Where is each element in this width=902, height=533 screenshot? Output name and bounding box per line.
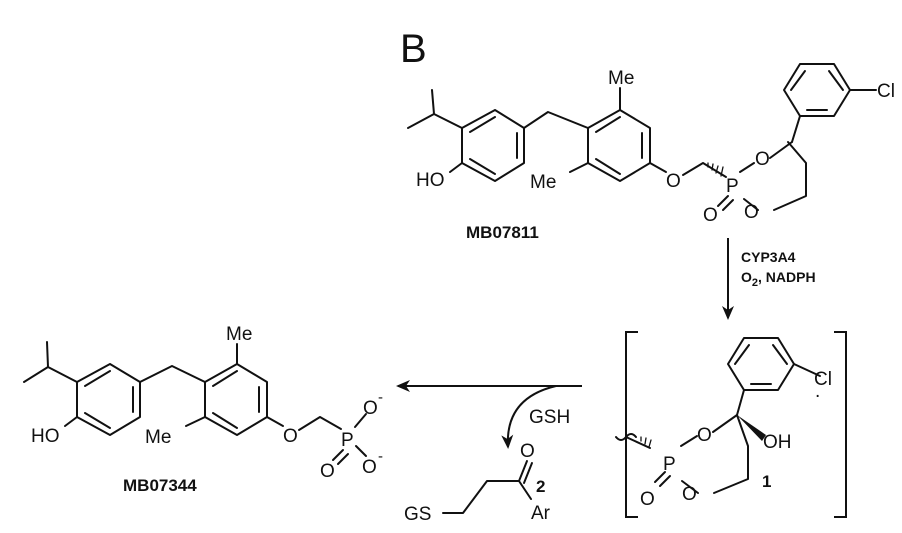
mb07344-methyl-top: Me: [226, 324, 252, 345]
enzyme-label: CYP3A4: [741, 249, 796, 265]
intermediate-phosphoryl-oxygen: O: [640, 489, 655, 510]
intermediate-phosphorus: P: [663, 454, 676, 475]
reagent-gsh: GSH: [529, 407, 570, 428]
mb07344-hydroxyl: HO: [31, 426, 60, 447]
byproduct-ketone-oxygen: O: [520, 441, 535, 462]
intermediate-chlorine: Cl: [814, 369, 832, 390]
labels-mb07811: HO Me Me O P O O O Cl MB07811: [416, 68, 895, 242]
mb07811-chlorine: Cl: [877, 81, 895, 102]
mb07811-ether-oxygen: O: [666, 171, 681, 192]
mb07811-methyl-bottom: Me: [530, 172, 556, 193]
byproduct-aryl: Ar: [531, 503, 551, 524]
intermediate-ring-oxygen-top: O: [697, 425, 712, 446]
mb07811-methyl-top: Me: [608, 68, 634, 89]
mb07811-phosphoryl-oxygen: O: [703, 205, 718, 226]
mb07344-charge-bottom: -: [378, 448, 383, 465]
structure-mb07811: [407, 63, 877, 211]
compound-name-mb07344: MB07344: [123, 476, 197, 495]
mb07344-phosphorus: P: [341, 430, 354, 451]
brackets: [625, 331, 847, 518]
compound-number-2: 2: [536, 477, 545, 496]
labels-byproduct-2: GS O Ar 2: [404, 441, 551, 525]
structure-byproduct-2: [442, 460, 533, 514]
mb07344-charge-top: -: [378, 389, 383, 406]
mb07344-oxide-double: O: [320, 461, 335, 482]
glutathione-arrow: [501, 385, 557, 449]
mb07811-ring-oxygen-top: O: [755, 149, 770, 170]
mb07344-ether-oxygen: O: [283, 426, 298, 447]
labels-intermediate-1: P O O O OH Cl . 1: [640, 369, 832, 510]
mb07811-phosphorus: P: [726, 176, 739, 197]
panel-label: B: [400, 27, 427, 71]
byproduct-gs: GS: [404, 504, 431, 525]
mb07344-oxide-bottom: O: [362, 457, 377, 478]
intermediate-ring-oxygen-bottom: O: [682, 484, 697, 505]
intermediate-dot: .: [815, 381, 820, 402]
labels-mb07344: HO Me Me O P O - O O - MB07344: [31, 324, 383, 495]
mb07344-oxide-top: O: [363, 398, 378, 419]
intermediate-hydroxyl: OH: [763, 432, 792, 453]
mb07811-hydroxyl: HO: [416, 170, 445, 191]
structure-mb07344: [23, 341, 367, 465]
mb07344-methyl-bottom: Me: [145, 427, 171, 448]
compound-number-1: 1: [762, 472, 771, 491]
cofactor-label: O2, NADPH: [741, 269, 816, 289]
structure-intermediate-1: [615, 337, 821, 494]
stereo-wedge: [737, 415, 766, 441]
mb07811-ring-oxygen-bottom: O: [744, 202, 759, 223]
compound-name-mb07811: MB07811: [466, 223, 539, 242]
